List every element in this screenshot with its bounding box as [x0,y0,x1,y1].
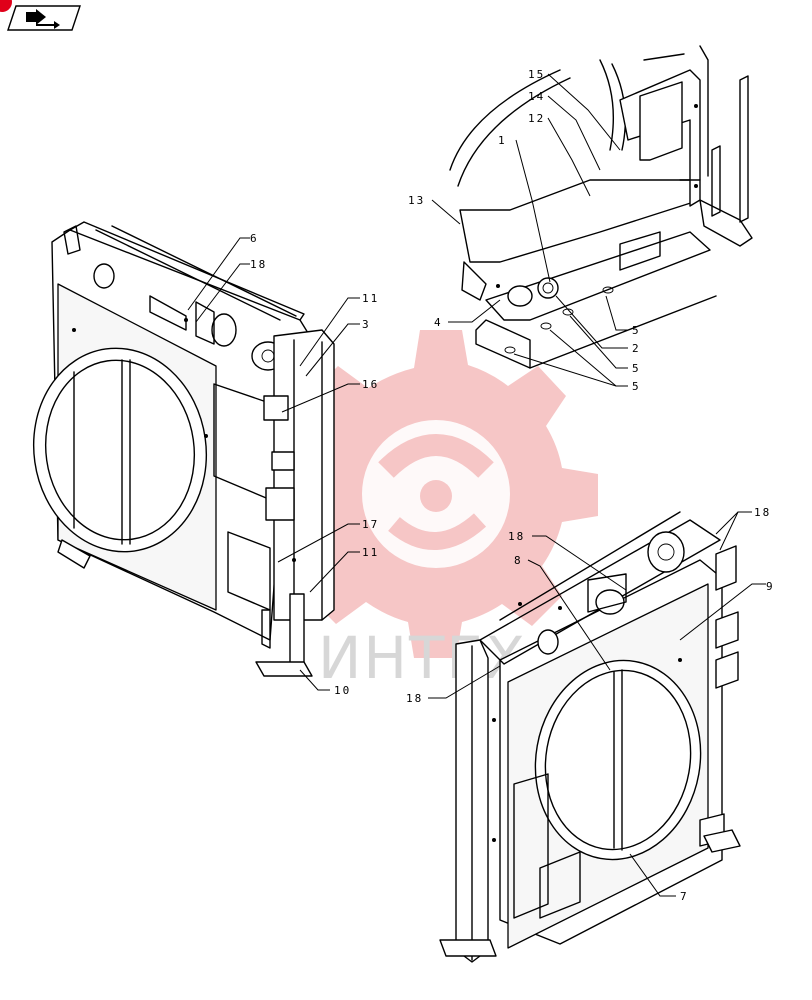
callout-5a: 5 [632,324,641,337]
callout-3: 3 [362,318,371,331]
callout-leaders [187,73,766,897]
callout-12: 12 [528,112,545,125]
callout-11b: 11 [362,546,379,559]
callout-9: 9 [766,580,775,593]
callout-13: 13 [408,194,425,207]
callout-15: 15 [528,68,545,81]
callout-17: 17 [362,518,379,531]
watermark-gear-logo [274,330,598,658]
callout-8: 8 [514,554,523,567]
callout-labels: 15 14 12 1 13 4 5 2 5 5 6 18 11 3 16 17 … [250,68,775,903]
watermark-text: ИНТЕХ [318,624,527,692]
callout-5c: 5 [632,380,641,393]
detail-view-radiator-mount [449,45,753,369]
callout-18a: 18 [250,258,267,271]
callout-6: 6 [250,232,259,245]
callout-18b: 18 [508,530,525,543]
callout-2: 2 [632,342,641,355]
callout-11a: 11 [362,292,379,305]
callout-18c: 18 [406,692,423,705]
callout-4: 4 [434,316,443,329]
notification-badge [0,0,12,12]
callout-14: 14 [528,90,545,103]
callout-10: 10 [334,684,351,697]
callout-18d: 18 [754,506,771,519]
double-arrow-right-icon [26,9,60,29]
callout-5b: 5 [632,362,641,375]
nav-forward-button[interactable] [6,4,82,32]
left-radiator-assembly [32,221,335,677]
callout-16: 16 [362,378,379,391]
right-radiator-assembly [439,511,741,963]
callout-7: 7 [680,890,689,903]
callout-1: 1 [498,134,507,147]
